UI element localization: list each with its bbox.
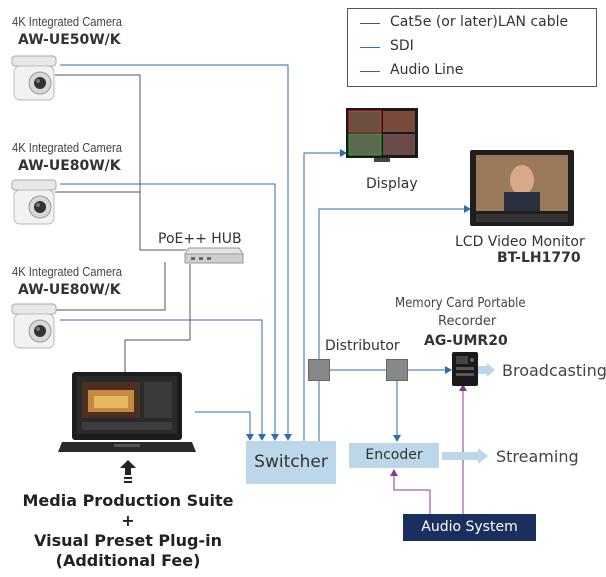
camera-1-model: AW-UE50W/K [18, 32, 121, 48]
distributor-node-1 [308, 359, 330, 381]
sdi-lines [60, 64, 471, 442]
ptz-camera-icon [11, 55, 57, 101]
recorder-device-icon [452, 352, 478, 386]
audio-system-box: Audio System [403, 514, 536, 541]
software-line-3: (Additional Fee) [55, 551, 201, 570]
lan-lines [55, 74, 191, 372]
distributor-label: Distributor [325, 338, 400, 354]
software-line-1: Media Production Suite [22, 491, 234, 510]
ptz-camera-icon [11, 303, 57, 349]
legend-item-sdi: SDI [348, 36, 596, 58]
encoder-box: Encoder [349, 443, 439, 468]
laptop-icon [58, 372, 196, 452]
display-monitor-icon [346, 108, 418, 162]
upload-arrow [120, 460, 136, 475]
output-arrows [442, 363, 495, 464]
display-label: Display [366, 176, 418, 192]
broadcasting-label: Broadcasting [502, 361, 606, 380]
audio-line-swatch [360, 71, 380, 72]
hub-label: PoE++ HUB [158, 231, 242, 247]
camera-1-subtitle: 4K Integrated Camera [12, 14, 122, 29]
switcher-box: Switcher [246, 441, 336, 484]
software-line-2: Visual Preset Plug-in [34, 531, 222, 550]
legend-label: Audio Line [390, 62, 464, 78]
legend-item-audio: Audio Line [348, 60, 596, 82]
network-hub-icon [184, 247, 244, 264]
legend-item-lan: Cat5e (or later)LAN cable [348, 12, 596, 34]
recorder-label-1: Memory Card Portable [395, 296, 526, 311]
switcher-label: Switcher [254, 452, 328, 472]
camera-3-model: AW-UE80W/K [18, 282, 121, 298]
lan-line-swatch [360, 23, 380, 24]
audio-system-label: Audio System [421, 519, 518, 535]
lcd-monitor-model: BT-LH1770 [497, 250, 581, 266]
legend-label: SDI [390, 38, 414, 54]
recorder-model: AG-UMR20 [424, 333, 508, 349]
recorder-label-2: Recorder [438, 314, 497, 329]
streaming-label: Streaming [496, 447, 579, 466]
ptz-camera-icon [11, 179, 57, 225]
legend: Cat5e (or later)LAN cable SDI Audio Line [347, 8, 597, 87]
camera-2-model: AW-UE80W/K [18, 158, 121, 174]
audio-lines [390, 384, 467, 514]
lcd-monitor-icon [470, 150, 574, 226]
software-plus: + [121, 511, 135, 530]
lcd-monitor-label: LCD Video Monitor [455, 234, 585, 250]
encoder-label: Encoder [365, 447, 423, 463]
camera-2-subtitle: 4K Integrated Camera [12, 140, 122, 155]
camera-3-subtitle: 4K Integrated Camera [12, 264, 122, 279]
distributor-node-2 [386, 359, 408, 381]
sdi-line-swatch [360, 47, 380, 48]
legend-label: Cat5e (or later)LAN cable [390, 14, 569, 30]
